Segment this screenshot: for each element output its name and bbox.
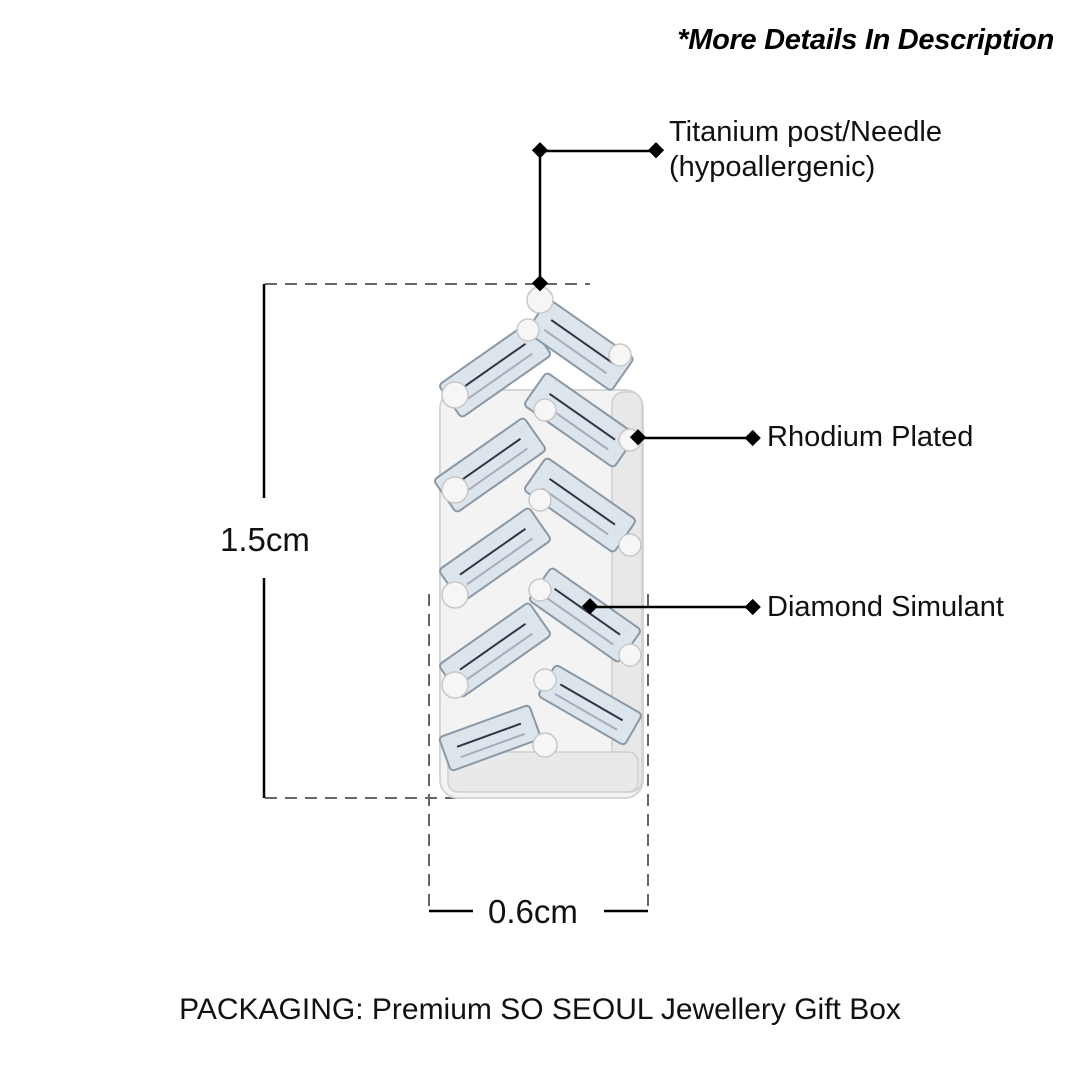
height-dimension-label: 1.5cm bbox=[220, 521, 310, 558]
callout-plating-leader bbox=[629, 429, 761, 447]
details-note: *More Details In Description bbox=[677, 24, 1054, 56]
callout-post-leader bbox=[531, 142, 665, 292]
callout-stone-label: Diamond Simulant bbox=[767, 591, 1004, 623]
callout-post-label: Titanium post/Needle (hypoallergenic) bbox=[669, 115, 942, 185]
callout-post-line2: (hypoallergenic) bbox=[669, 150, 876, 183]
packaging-note: PACKAGING: Premium SO SEOUL Jewellery Gi… bbox=[179, 993, 901, 1026]
width-guides bbox=[428, 594, 649, 912]
earring-illustration bbox=[434, 286, 644, 799]
width-dimension-label: 0.6cm bbox=[488, 893, 578, 930]
callout-post-line1: Titanium post/Needle bbox=[669, 116, 942, 148]
callout-plating-label: Rhodium Plated bbox=[767, 421, 974, 453]
callout-stone-leader bbox=[581, 598, 761, 616]
